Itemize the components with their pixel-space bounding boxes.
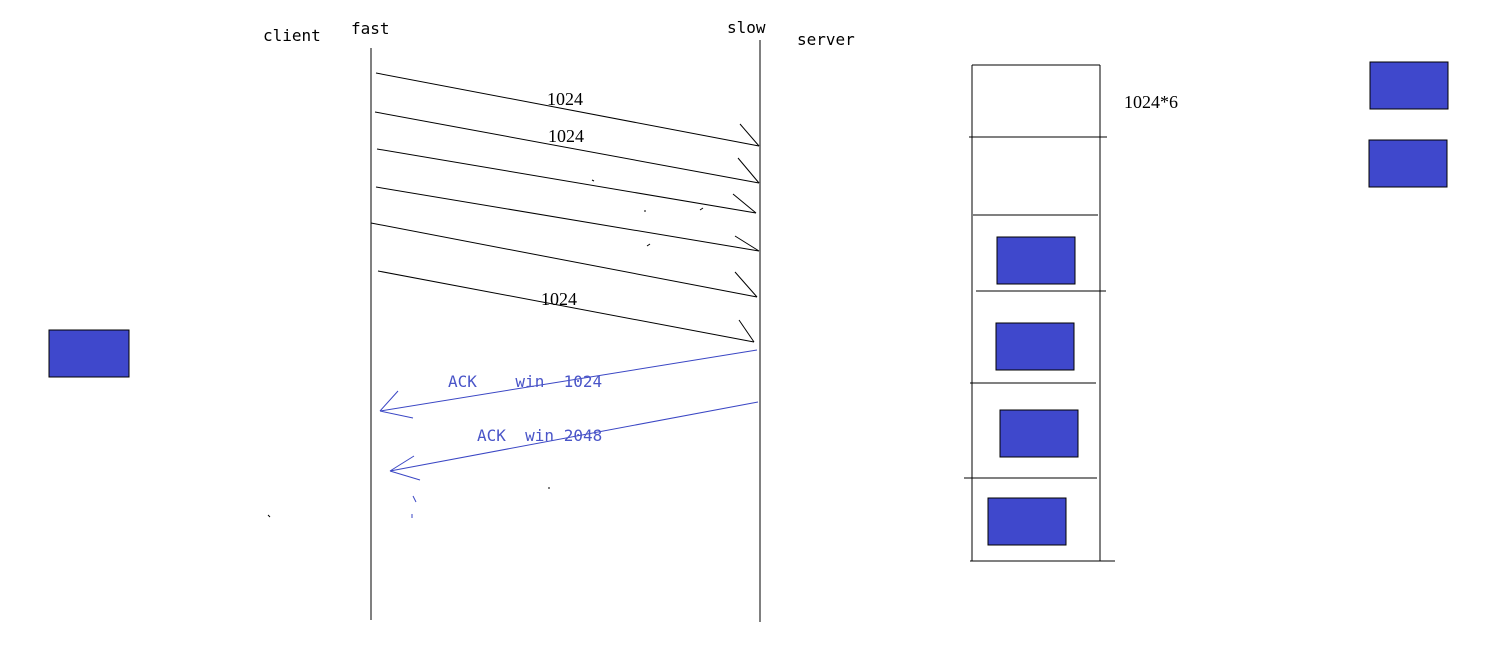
standalone-block-left	[48, 329, 130, 378]
ack-arrow-1	[379, 349, 758, 419]
packet-label-1: 1024	[547, 89, 583, 109]
client-label: client	[263, 26, 321, 45]
packet-arrow-5	[370, 222, 758, 298]
buffer-slot-block-5	[999, 409, 1079, 458]
standalone-block-right-2	[1368, 139, 1448, 188]
packet-arrow-2	[374, 111, 760, 184]
packet-label-2: 1024	[548, 126, 584, 146]
packet-label-6: 1024	[541, 289, 577, 309]
packet-arrow-6	[377, 270, 755, 343]
slow-label: slow	[727, 18, 766, 37]
stray-marks	[267, 179, 704, 518]
buffer-slots	[987, 236, 1079, 546]
ack-label-2: ACK win 2048	[477, 426, 602, 445]
buffer-slot-block-6	[987, 497, 1067, 546]
fast-label: fast	[351, 19, 390, 38]
buffer-slot-block-3	[996, 236, 1076, 285]
ack-arrow-2	[389, 401, 759, 481]
standalone-block-right-1	[1369, 61, 1449, 110]
ack-label-1: ACK win 1024	[448, 372, 602, 391]
server-label: server	[797, 30, 855, 49]
packet-arrow-1	[375, 72, 760, 147]
buffer-slot-block-4	[995, 322, 1075, 371]
buffer-size-label: 1024*6	[1124, 92, 1178, 112]
receive-buffer	[964, 64, 1115, 562]
packet-arrow-4	[375, 186, 760, 252]
packet-arrow-3	[376, 148, 757, 214]
